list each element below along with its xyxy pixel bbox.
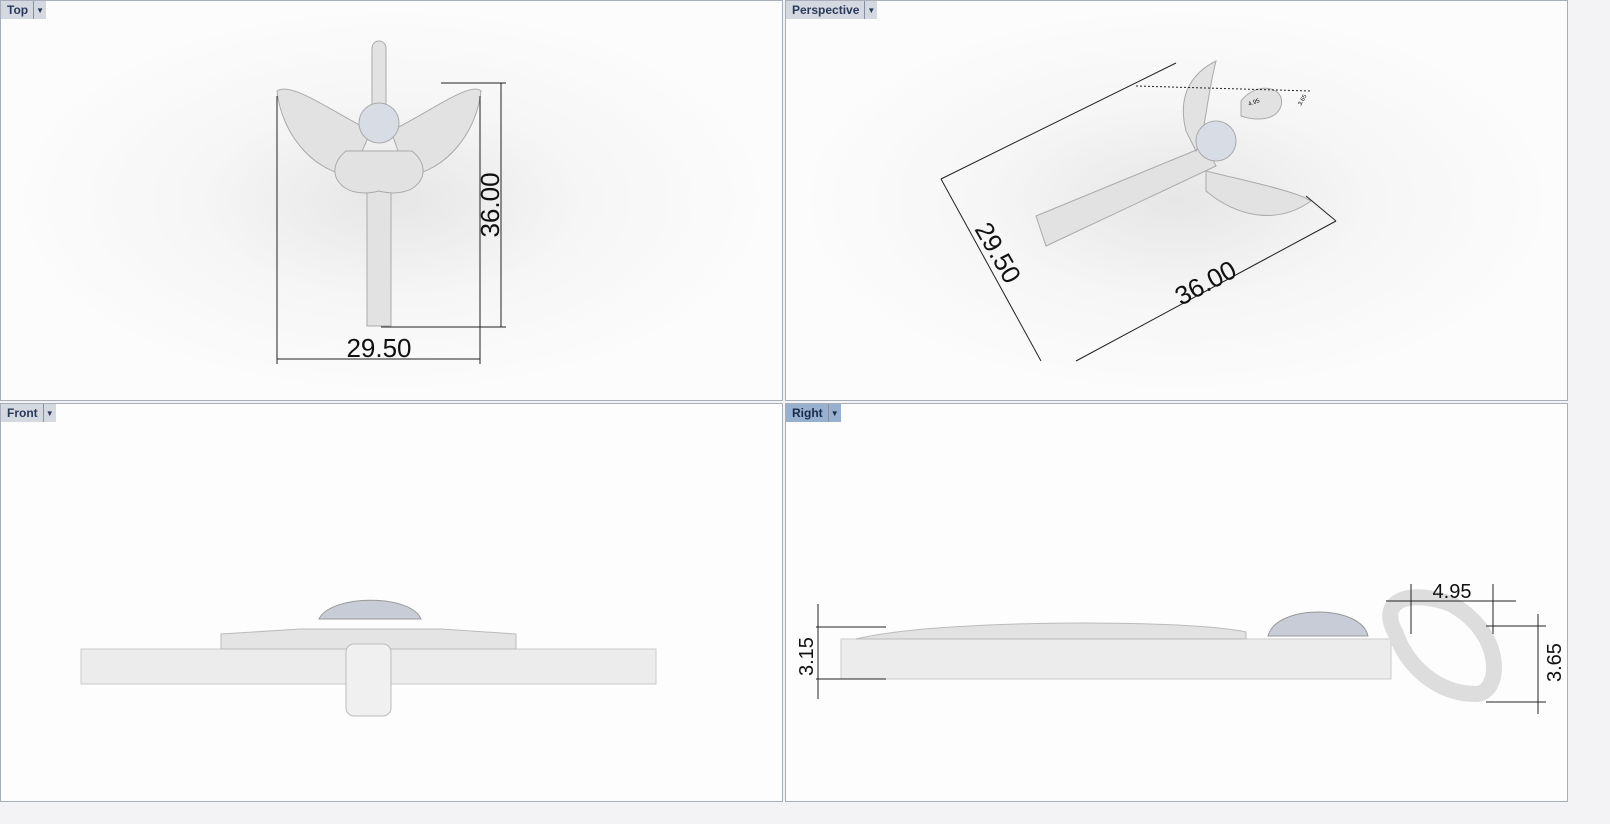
viewport-title: Perspective <box>792 3 860 17</box>
viewport-front[interactable]: Front ▼ <box>0 403 783 802</box>
viewport-title: Front <box>7 406 38 420</box>
dropdown-arrow-icon[interactable]: ▼ <box>827 404 841 422</box>
dimension-thickness: 3.15 <box>796 637 818 676</box>
dimension-lines <box>276 82 506 364</box>
viewport-right[interactable]: Right ▼ 3.15 4.95 3.65 <box>785 403 1568 802</box>
dimension-bail-height: 3.65 <box>1544 643 1566 682</box>
dimension-bail-width: 4.95 <box>1248 98 1262 108</box>
dimension-bail-width: 4.95 <box>1433 581 1472 603</box>
pendant-perspective <box>1035 60 1312 247</box>
dimension-height: 36.00 <box>475 172 505 237</box>
viewport-label-top[interactable]: Top ▼ <box>1 1 47 19</box>
viewport-label-front[interactable]: Front ▼ <box>1 404 56 422</box>
dropdown-arrow-icon[interactable]: ▼ <box>42 404 56 422</box>
viewport-title: Right <box>792 406 823 420</box>
dropdown-arrow-icon[interactable]: ▼ <box>864 1 877 19</box>
pendant-top <box>276 40 482 327</box>
viewport-perspective[interactable]: Perspective ▼ 29.50 36.00 4.95 3.65 <box>785 0 1568 401</box>
dimension-height: 36.00 <box>1170 254 1242 311</box>
perspective-view-model: 29.50 36.00 4.95 3.65 <box>940 60 1337 362</box>
dropdown-arrow-icon[interactable]: ▼ <box>33 1 46 19</box>
top-view-model: 29.50 36.00 <box>276 40 506 364</box>
viewport-title: Top <box>7 3 29 17</box>
viewport-label-perspective[interactable]: Perspective ▼ <box>786 1 878 19</box>
viewport-label-right[interactable]: Right ▼ <box>786 404 841 422</box>
dimension-width: 29.50 <box>969 217 1028 288</box>
front-view-model <box>80 599 657 717</box>
right-view-model: 3.15 4.95 3.65 <box>796 581 1566 714</box>
dimension-width: 29.50 <box>346 333 411 363</box>
dimension-bail-height: 3.65 <box>1298 93 1309 107</box>
viewport-top[interactable]: Top ▼ 29.50 36.00 <box>0 0 783 401</box>
